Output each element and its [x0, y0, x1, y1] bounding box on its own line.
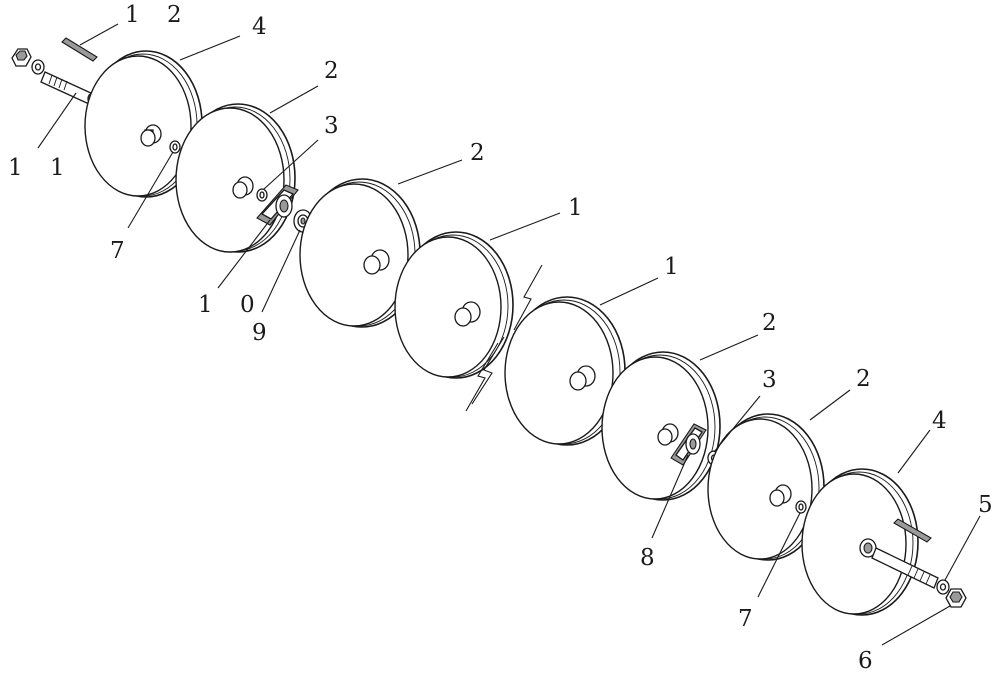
coupling-8: [670, 423, 707, 466]
spring-washer-left: [31, 59, 45, 75]
leader-lines: [37, 23, 981, 646]
leader-5: [944, 515, 981, 581]
leader-3-a: [263, 139, 319, 190]
callout-12: 1 2: [125, 2, 192, 28]
leader-2-b: [397, 159, 463, 185]
spring-washer-5: [936, 579, 950, 595]
callout-3-a: 3: [324, 113, 349, 139]
callout-5: 5: [978, 492, 1000, 518]
callout-4-top: 4: [252, 14, 277, 40]
hub: [657, 423, 679, 446]
leader-11: [37, 92, 77, 149]
callout-2-c: 2: [762, 310, 787, 336]
callout-2-b: 2: [470, 140, 495, 166]
disc-1-lower: [504, 296, 626, 446]
leader-9: [261, 229, 301, 313]
washer-7-right: [795, 500, 807, 514]
leader-12: [79, 23, 119, 46]
leader-3-b: [713, 395, 761, 453]
disc-2-second: [299, 178, 421, 328]
bolt-11: [40, 71, 95, 105]
hub: [363, 249, 390, 275]
key-right: [893, 518, 932, 543]
nut-6: [945, 588, 967, 608]
callout-7-a: 7: [110, 238, 135, 264]
callout-7-b: 7: [738, 606, 763, 632]
callout-3-b: 3: [762, 367, 787, 393]
nut-left: [11, 48, 32, 67]
callout-1-a: 1: [568, 195, 593, 221]
leader-7-a: [127, 151, 174, 229]
hub: [454, 301, 481, 327]
break-lines: [465, 264, 543, 412]
callout-10: 1 0: [198, 292, 265, 318]
leader-2-c: [699, 334, 759, 361]
disc-2-third: [601, 351, 721, 501]
callout-9: 9: [252, 320, 277, 346]
leader-8: [651, 454, 689, 539]
callout-6: 6: [858, 648, 883, 674]
key-12: [61, 37, 98, 62]
leader-1-a: [489, 212, 561, 241]
left-hardware: [11, 37, 98, 105]
disc-2-first: [175, 103, 313, 253]
leader-4-top: [179, 35, 241, 61]
disc-4-right: [801, 468, 919, 616]
leader-4-b: [897, 429, 931, 474]
leader-2-d: [809, 389, 851, 421]
hub: [140, 124, 162, 147]
callout-1-b: 1: [664, 254, 689, 280]
callouts: 1 2 4 1 1 2 3 7 2 1 1 0 9 1 2 3 2 4 5 8 …: [8, 2, 1000, 674]
callout-2-a: 2: [324, 58, 349, 84]
disc-1-upper: [394, 231, 514, 379]
hub: [232, 176, 254, 199]
callout-8: 8: [640, 545, 665, 571]
disc-2-fourth: [707, 413, 825, 561]
leader-10: [217, 219, 271, 289]
hub: [769, 484, 792, 507]
coupling-10: [256, 184, 299, 226]
leader-6: [881, 605, 951, 646]
callout-11: 1 1: [8, 155, 75, 181]
leader-7-b: [757, 512, 801, 598]
washer-3-first: [256, 188, 268, 202]
washer-7-left: [169, 140, 181, 154]
callout-4-b: 4: [932, 408, 957, 434]
leader-1-b: [599, 277, 659, 306]
leader-2-a: [269, 85, 319, 114]
hub: [569, 365, 596, 391]
bolt-right: [871, 547, 939, 589]
right-hardware: [871, 518, 967, 608]
callout-2-d: 2: [856, 366, 881, 392]
